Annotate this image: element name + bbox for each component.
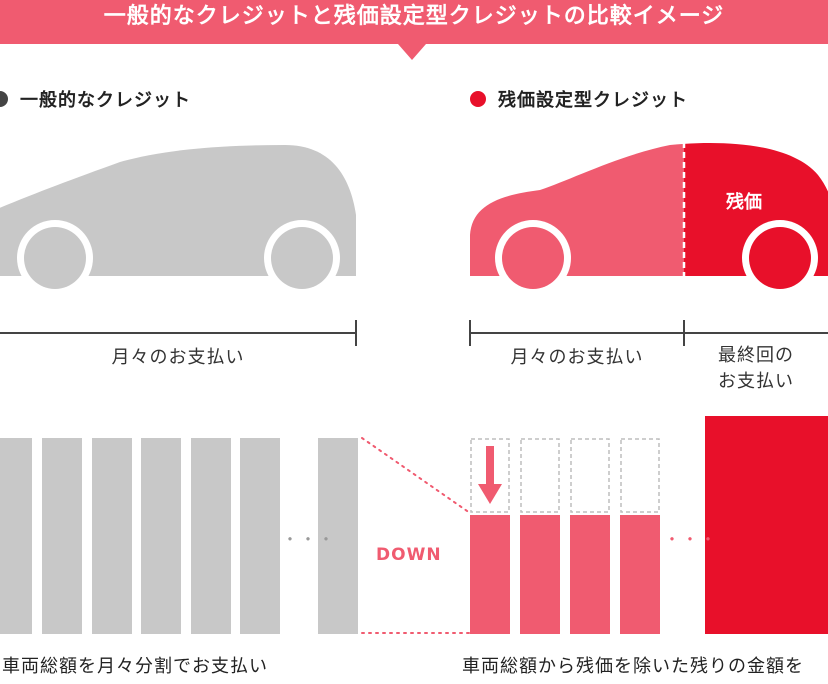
- header-banner: [0, 0, 828, 44]
- monthly-payment-bar: [92, 438, 132, 634]
- standard-car-icon: [0, 145, 356, 296]
- reduced-payment-bar: [520, 515, 560, 634]
- legend-standard-credit: 一般的なクレジット: [0, 86, 191, 112]
- residual-car-icon: [470, 142, 828, 296]
- legend-dot-icon: [470, 91, 486, 107]
- monthly-payment-bar: [42, 438, 82, 634]
- monthly-payment-bar: [318, 438, 358, 634]
- final-payment-block: [705, 416, 828, 634]
- final-payment-label: 最終回の お支払い: [718, 345, 794, 392]
- residual-monthly-bars: [470, 515, 660, 634]
- standard-caption: 車両総額を月々分割でお支払い: [2, 656, 268, 677]
- standard-span-bracket: [0, 320, 357, 346]
- residual-monthly-label: 月々のお支払い: [510, 347, 644, 368]
- legend-standard-credit-label: 一般的なクレジット: [20, 90, 191, 111]
- monthly-payment-bar: [0, 438, 32, 634]
- residual-caption: 車両総額から残価を除いた残りの金額を: [462, 656, 804, 677]
- down-arrow-icon: [478, 446, 502, 504]
- legend-residual-credit: 残価設定型クレジット: [470, 86, 688, 112]
- residual-span-bracket: [469, 320, 828, 346]
- reduced-payment-bar: [570, 515, 610, 634]
- reduced-payment-bar: [620, 515, 660, 634]
- reduced-payment-bar: [470, 515, 510, 634]
- legend-dot-icon: [0, 91, 8, 107]
- standard-monthly-label: 月々のお支払い: [111, 347, 245, 368]
- monthly-payment-bar: [191, 438, 231, 634]
- residual-ellipsis: ・・・: [664, 530, 719, 549]
- banner-pointer: [398, 44, 426, 60]
- standard-ellipsis: ・・・: [282, 530, 337, 549]
- down-connector-lines: [361, 437, 471, 634]
- reduction-ghost-boxes: [470, 438, 660, 513]
- legend-residual-credit-label: 残価設定型クレジット: [498, 90, 688, 111]
- monthly-payment-bar: [240, 438, 280, 634]
- page-title: 一般的なクレジットと残価設定型クレジットの比較イメージ: [103, 4, 725, 29]
- standard-monthly-bars: [0, 438, 358, 634]
- residual-value-label: 残価: [726, 192, 762, 213]
- monthly-payment-bar: [141, 438, 181, 634]
- down-label: DOWN: [376, 545, 442, 565]
